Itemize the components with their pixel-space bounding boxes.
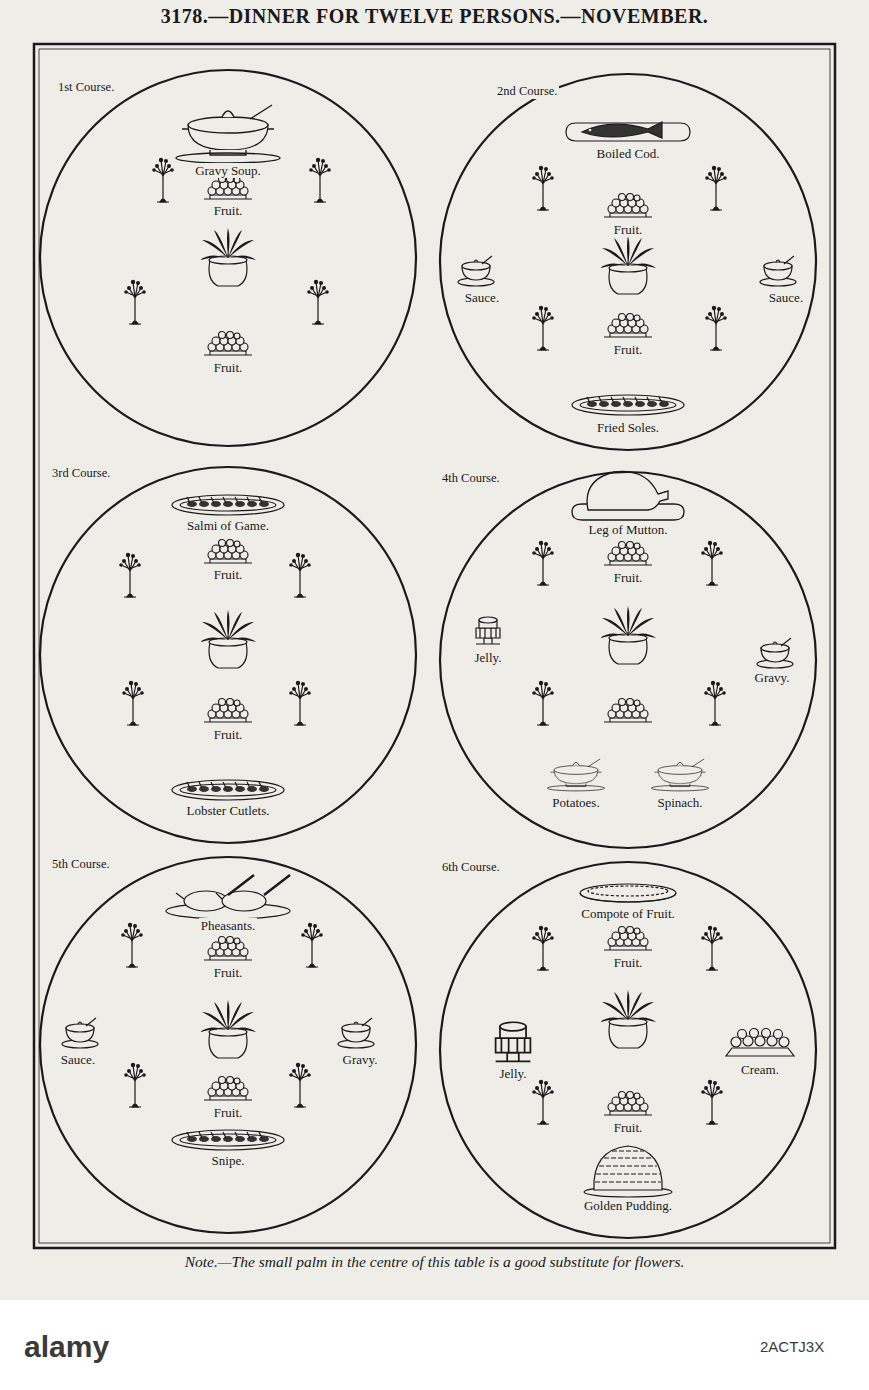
dish-label: Sauce. — [463, 290, 501, 305]
course-table: 4th Course. Leg of Mutton. Fruit. Jelly. Gra… — [438, 470, 818, 850]
dish-label: Lobster Cutlets. — [184, 803, 271, 818]
dish-label: Pheasants. — [199, 918, 258, 933]
table-circle — [40, 467, 416, 843]
dish-label: Jelly. — [498, 1066, 529, 1081]
dish-label: Fruit. — [212, 203, 245, 218]
dish-label: Jelly. — [473, 650, 504, 665]
table-circle — [440, 472, 816, 848]
dish-label: Boiled Cod. — [595, 146, 662, 161]
course-table: 2nd Course. Boiled Cod. Fruit. Sauce. Sauce.… — [438, 72, 818, 452]
table-outline — [38, 855, 418, 1235]
dish-label: Gravy. — [753, 670, 792, 685]
course-heading: 5th Course. — [50, 857, 112, 872]
course-heading: 1st Course. — [56, 80, 116, 95]
dish-label: Fruit. — [612, 1120, 645, 1135]
dish-label: Fruit. — [612, 222, 645, 237]
dish-label: Leg of Mutton. — [586, 522, 669, 537]
dish-label: Sauce. — [767, 290, 805, 305]
table-circle — [40, 70, 416, 446]
course-heading: 3rd Course. — [50, 466, 112, 481]
page-title: 3178.—DINNER FOR TWELVE PERSONS.—NOVEMBE… — [0, 4, 869, 28]
course-table: 6th Course. Compote of Fruit. Fruit. Jelly.… — [438, 860, 818, 1240]
watermark: 2ACTJ3X — [760, 1338, 824, 1355]
table-outline — [38, 68, 418, 448]
dish-label: Fruit. — [212, 1105, 245, 1120]
table-circle — [440, 862, 816, 1238]
dish-label: Potatoes. — [550, 795, 601, 810]
dish-label: Fruit. — [212, 360, 245, 375]
table-outline — [438, 72, 818, 452]
dish-label: Fruit. — [212, 567, 245, 582]
dish-label: Snipe. — [210, 1153, 247, 1168]
watermark: alamy — [24, 1330, 109, 1364]
page-note: Note.—The small palm in the centre of th… — [0, 1252, 869, 1272]
dish-label: Spinach. — [655, 795, 704, 810]
course-heading: 2nd Course. — [495, 84, 559, 99]
dish-label: Salmi of Game. — [185, 518, 271, 533]
paper-ground — [0, 0, 869, 1300]
course-heading: 6th Course. — [440, 860, 502, 875]
dish-label: Fruit. — [612, 955, 645, 970]
course-table: 1st Course. Gravy Soup. Fruit. Fruit. — [38, 68, 418, 448]
dish-label: Fruit. — [212, 727, 245, 742]
dish-label: Fruit. — [212, 965, 245, 980]
dish-label: Fruit. — [612, 342, 645, 357]
dish-label: Fried Soles. — [595, 420, 661, 435]
dish-label: Fruit. — [612, 570, 645, 585]
dish-label: Gravy. — [341, 1052, 380, 1067]
dish-label: Sauce. — [59, 1052, 97, 1067]
course-table: 5th Course. Pheasants. Fruit. Sauce. Gravy. F… — [38, 855, 418, 1235]
table-circle — [40, 857, 416, 1233]
dish-label: Compote of Fruit. — [579, 906, 677, 921]
dish-label: Golden Pudding. — [582, 1198, 674, 1213]
dish-label: Gravy Soup. — [193, 163, 263, 178]
course-table: 3rd Course. Salmi of Game. Fruit. Fruit. Lob… — [38, 465, 418, 845]
table-circle — [440, 74, 816, 450]
course-heading: 4th Course. — [440, 471, 502, 486]
dish-label: Cream. — [739, 1062, 781, 1077]
